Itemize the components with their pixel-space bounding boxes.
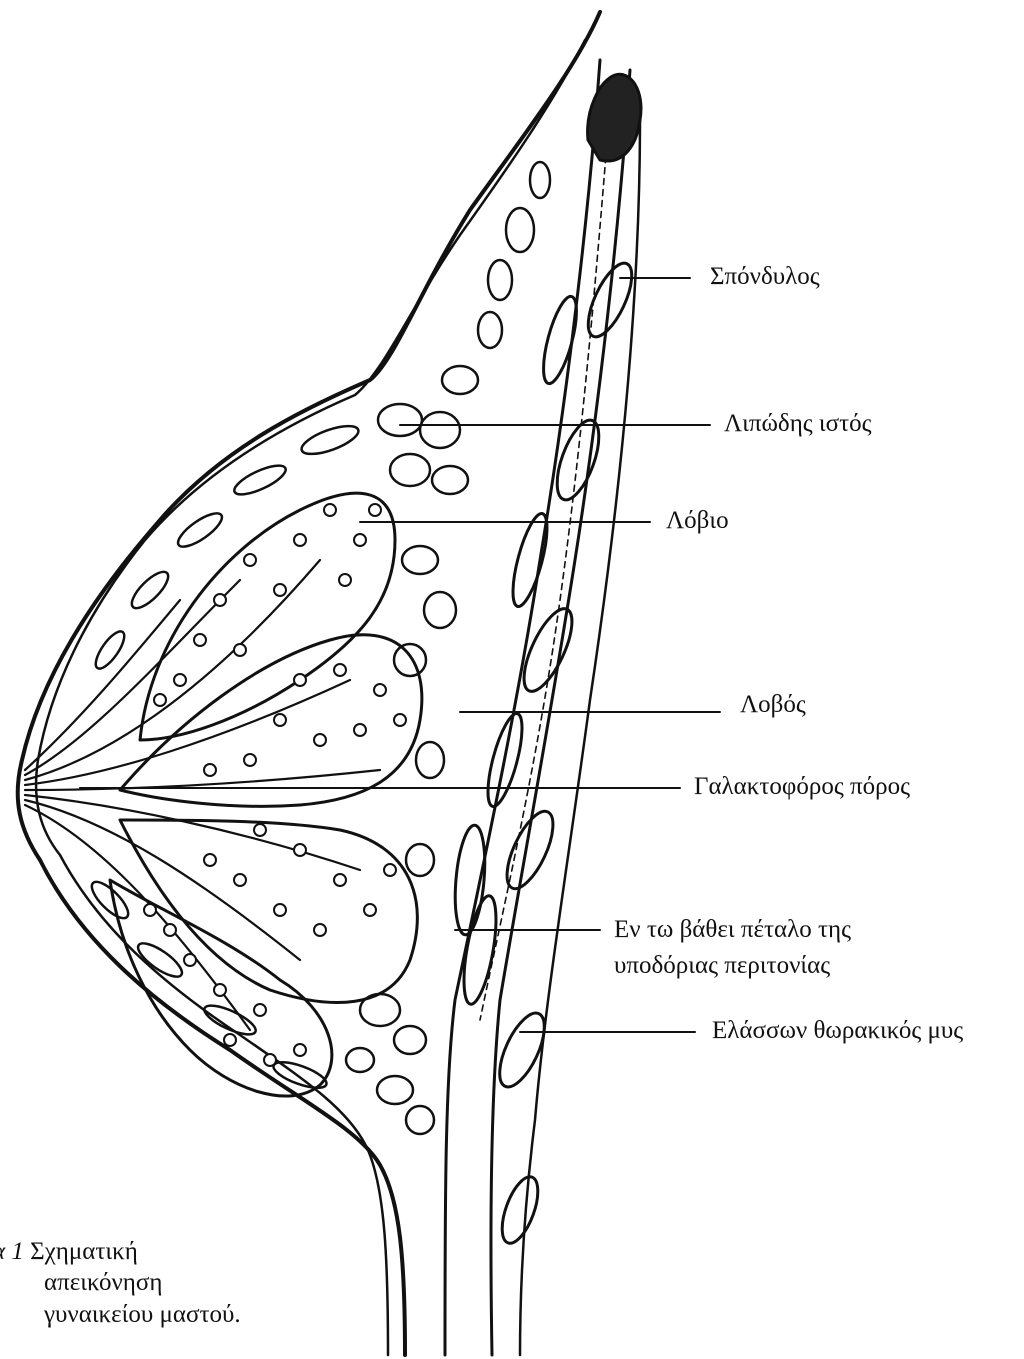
adipose-cells <box>346 162 550 1134</box>
label-milk-duct: Γαλακτοφόρος πόρος <box>694 772 910 802</box>
label-deep-fascia-line1: Εν τω βάθει πέταλο της <box>614 915 851 945</box>
vertebra-shape <box>588 74 641 161</box>
label-lobule: Λόβιο <box>666 506 729 536</box>
label-pectoralis-minor: Ελάσσων θωρακικός μυς <box>712 1016 963 1046</box>
label-deep-fascia-line2: υποδόριας περιτονίας <box>614 951 830 981</box>
caption-line3: γυναικείου μαστού. <box>0 1301 241 1328</box>
muscle-fibers <box>451 257 640 1247</box>
caption-line1: Σχηματική <box>30 1238 138 1265</box>
label-lobe: Λοβός <box>740 690 806 720</box>
label-vertebra: Σπόνδυλος <box>710 262 820 292</box>
figure-number: α 1 <box>0 1238 24 1265</box>
figure-caption: α 1 Σχηματική απεικόνηση γυναικείου μαστ… <box>0 1236 241 1330</box>
label-adipose-tissue: Λιπώδης ιστός <box>724 409 872 439</box>
fascia-line-1 <box>445 60 600 1355</box>
caption-line2: απεικόνηση <box>0 1269 162 1296</box>
skin-outline <box>18 12 600 1355</box>
